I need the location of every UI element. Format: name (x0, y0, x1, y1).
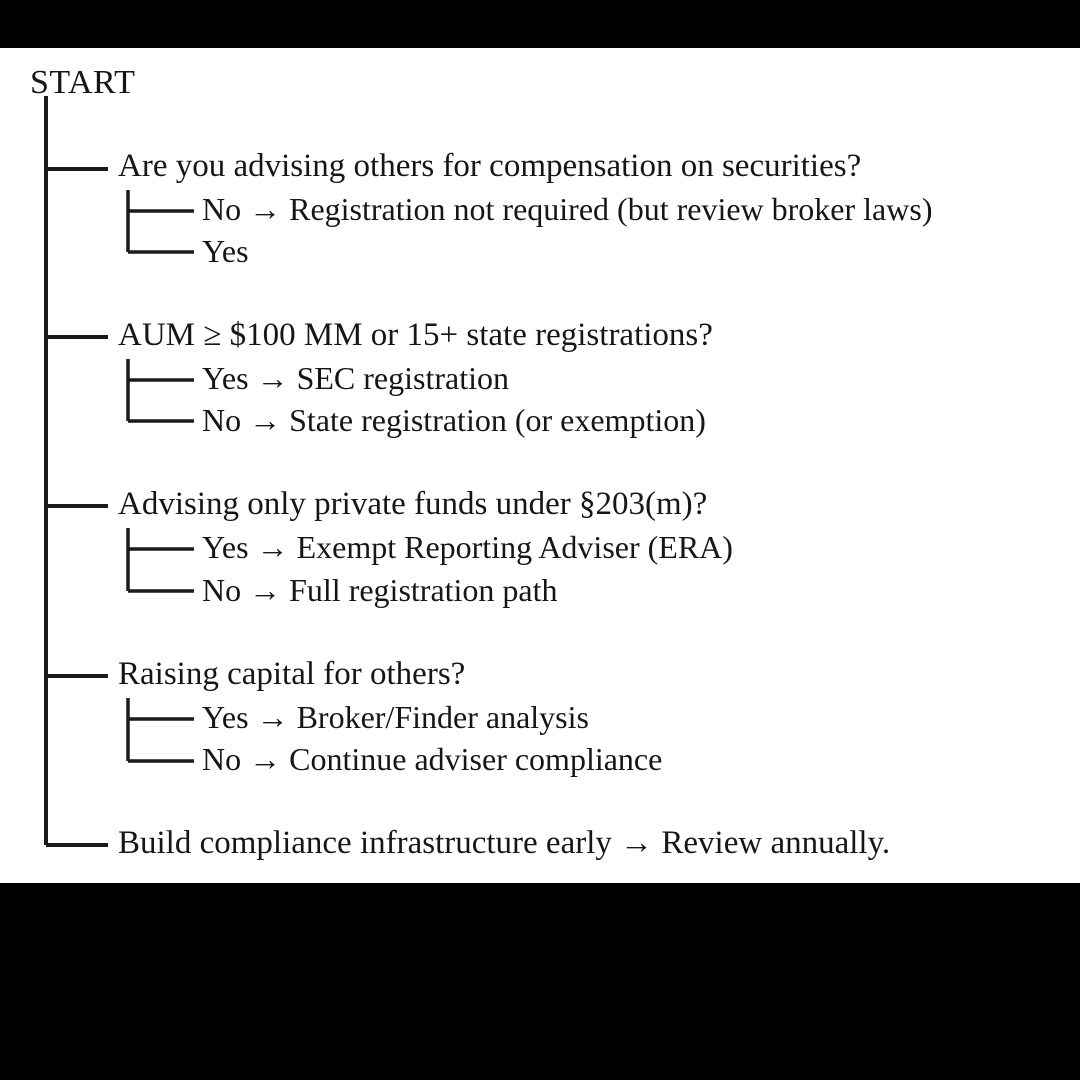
question-aum-threshold: AUM ≥ $100 MM or 15+ state registrations… (118, 317, 713, 353)
answer-capital-yes: Yes → Broker/Finder analysis (202, 699, 589, 735)
start-label: START (30, 64, 136, 101)
tree-connector-lines (44, 96, 194, 847)
diagram-canvas: START Are you advising others for compen… (0, 48, 1080, 883)
question-raising-capital: Raising capital for others? (118, 656, 466, 692)
question-advising-others: Are you advising others for compensation… (118, 148, 862, 184)
answer-aum-no: No → State registration (or exemption) (202, 402, 706, 438)
answer-advising-yes: Yes (202, 233, 249, 269)
question-private-funds: Advising only private funds under §203(m… (118, 486, 708, 522)
letterbox-bar-top (0, 0, 1080, 48)
letterbox-bar-bottom (0, 883, 1080, 1080)
answer-private-yes: Yes → Exempt Reporting Adviser (ERA) (202, 529, 733, 565)
answer-aum-yes: Yes → SEC registration (202, 360, 509, 396)
diagram-text-layer: START Are you advising others for compen… (0, 48, 1080, 883)
final-step-build-compliance: Build compliance infrastructure early → … (118, 825, 891, 861)
answer-private-no: No → Full registration path (202, 572, 558, 608)
answer-advising-no: No → Registration not required (but revi… (202, 191, 933, 227)
answer-capital-no: No → Continue adviser compliance (202, 741, 663, 777)
